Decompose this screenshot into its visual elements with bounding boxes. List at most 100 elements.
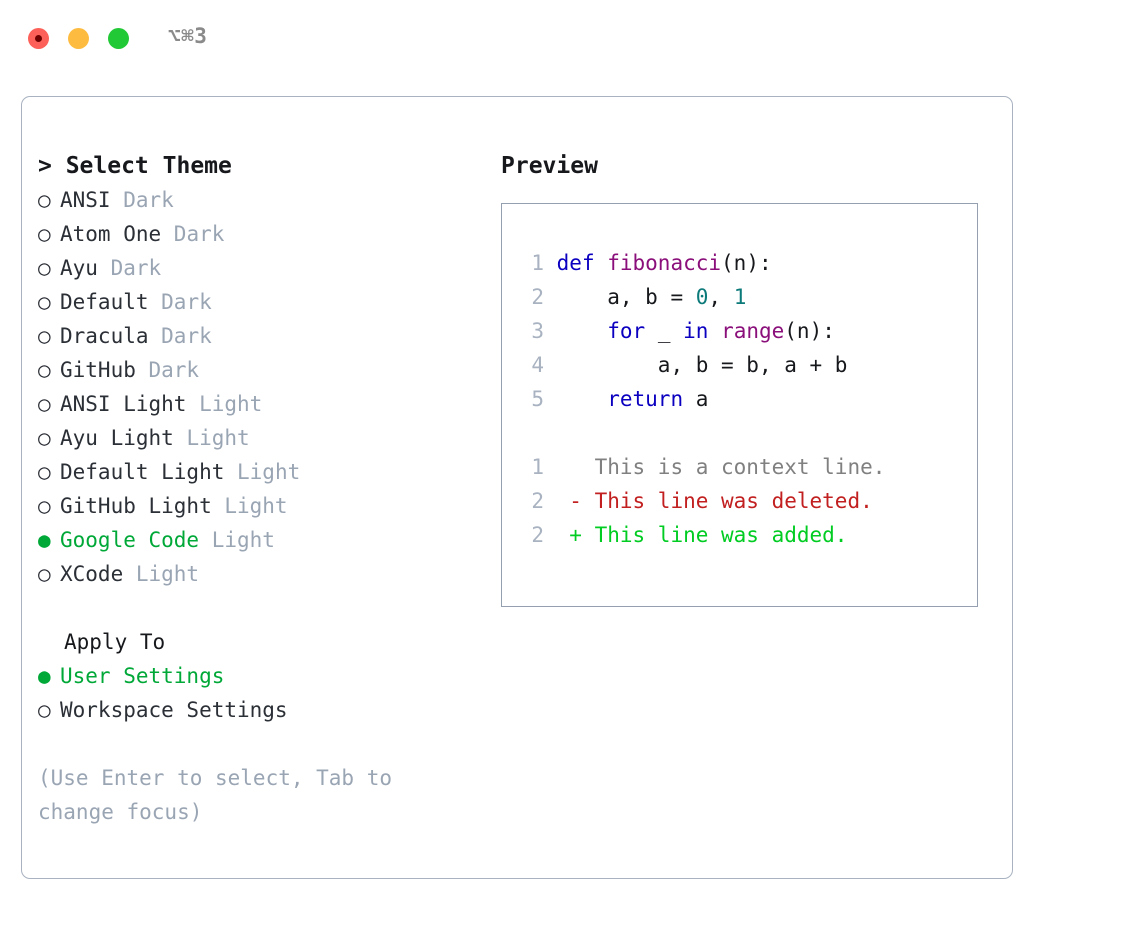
code-token-plain: , [708, 285, 734, 309]
theme-option-dracula[interactable]: ○ Dracula Dark [38, 319, 488, 353]
theme-option-atom-one[interactable]: ○ Atom One Dark [38, 217, 488, 251]
radio-unselected-icon: ○ [38, 324, 51, 348]
code-line-number: 1 [531, 251, 544, 275]
code-diff-spacer [520, 416, 977, 450]
radio-unselected-icon: ○ [38, 562, 51, 586]
radio-unselected-icon: ○ [38, 392, 51, 416]
maximize-window-button[interactable] [108, 28, 129, 49]
radio-unselected-icon: ○ [38, 460, 51, 484]
theme-option-xcode[interactable]: ○XCode Light [38, 557, 488, 591]
code-token-plain: a, b = b, a + b [556, 353, 848, 377]
diff-text: This line was added. [581, 523, 848, 547]
main-panel: > Select Theme ○ANSI Dark○Atom One Dark○… [21, 96, 1013, 879]
apply-to-option-user-settings[interactable]: ● User Settings [38, 659, 488, 693]
code-token-plain: (n): [721, 251, 772, 275]
code-line: 4 a, b = b, a + b [520, 348, 977, 382]
diff-line-del: 2 - This line was deleted. [520, 484, 977, 518]
theme-option-category: Dark [110, 188, 174, 212]
radio-selected-icon: ● [38, 528, 51, 552]
code-token-plain [557, 387, 608, 411]
theme-option-name: Atom One [60, 222, 162, 246]
theme-selector-header: > Select Theme [38, 153, 232, 179]
theme-option-name: Default [60, 290, 149, 314]
theme-option-name: Ayu Light [60, 426, 174, 450]
theme-option-ansi-light[interactable]: ○ ANSI Light Light [38, 387, 488, 421]
code-token-plain: a [683, 387, 709, 411]
code-token-plain [557, 319, 608, 343]
code-line: 3 for _ in range(n): [520, 314, 977, 348]
diff-line-add: 2 + This line was added. [520, 518, 977, 552]
theme-option-github[interactable]: ○ GitHub Dark [38, 353, 488, 387]
theme-option-category: Light [224, 460, 301, 484]
theme-option-github-light[interactable]: ○ GitHub Light Light [38, 489, 488, 523]
theme-option-name: GitHub Light [60, 494, 212, 518]
keyboard-shortcut-label: ⌥⌘3 [168, 24, 208, 48]
theme-option-name: XCode [60, 562, 124, 586]
code-token-num: 0 [695, 285, 709, 309]
code-token-plain: (n): [784, 319, 835, 343]
diff-line-number: 2 [531, 489, 544, 513]
radio-unselected-icon: ○ [38, 256, 51, 280]
theme-list: ○ANSI Dark○Atom One Dark○Ayu Dark○Defaul… [38, 183, 488, 591]
theme-option-name: Google Code [60, 528, 200, 552]
recording-indicator-icon [35, 35, 42, 42]
code-token-kw: in [683, 319, 709, 343]
theme-option-name: Ayu [60, 256, 98, 280]
theme-option-default-light[interactable]: ○ Default Light Light [38, 455, 488, 489]
code-token-kw: def [556, 251, 608, 275]
theme-option-category: Light [173, 426, 250, 450]
code-token-plain: _ [645, 319, 684, 343]
code-line: 1 def fibonacci(n): [520, 246, 977, 280]
code-line-number: 5 [531, 387, 544, 411]
radio-selected-icon: ● [38, 664, 51, 688]
code-token-kw: for [607, 319, 646, 343]
theme-option-category: Dark [97, 256, 162, 280]
apply-to-option-workspace-settings[interactable]: ○ Workspace Settings [38, 693, 488, 727]
radio-unselected-icon: ○ [38, 698, 51, 722]
theme-option-default[interactable]: ○Default Dark [38, 285, 488, 319]
theme-option-category: Light [211, 494, 288, 518]
diff-sign [544, 455, 582, 479]
theme-option-ayu[interactable]: ○ Ayu Dark [38, 251, 488, 285]
radio-unselected-icon: ○ [38, 426, 51, 450]
theme-option-category: Light [186, 392, 263, 416]
code-token-fn: fibonacci [607, 251, 722, 275]
theme-option-category: Dark [148, 324, 212, 348]
theme-selector-column: > Select Theme ○ANSI Dark○Atom One Dark○… [38, 149, 488, 829]
radio-unselected-icon: ○ [38, 222, 51, 246]
theme-option-google-code[interactable]: ●Google Code Light [38, 523, 488, 557]
diff-text: This is a context line. [581, 455, 886, 479]
apply-to-section: Apply To ● User Settings ○ Workspace Settin… [38, 625, 488, 727]
apply-to-header: Apply To [64, 630, 166, 654]
minimize-window-button[interactable] [68, 28, 89, 49]
apply-to-option-name: Workspace Settings [60, 698, 288, 722]
diff-line-number: 1 [531, 455, 544, 479]
theme-option-name: ANSI Light [60, 392, 187, 416]
theme-option-ansi[interactable]: ○ ANSI Dark [38, 183, 488, 217]
code-line-number: 4 [531, 353, 544, 377]
theme-option-name: GitHub [60, 358, 136, 382]
code-line-number: 3 [531, 319, 544, 343]
radio-unselected-icon: ○ [38, 494, 51, 518]
theme-option-category: Dark [161, 222, 225, 246]
preview-header: Preview [501, 153, 598, 179]
radio-unselected-icon: ○ [38, 358, 51, 382]
theme-option-name: Default Light [60, 460, 225, 484]
theme-option-name: Dracula [60, 324, 149, 348]
apply-to-option-name: User Settings [60, 664, 225, 688]
theme-option-ayu-light[interactable]: ○ Ayu Light Light [38, 421, 488, 455]
theme-option-category: Dark [135, 358, 200, 382]
apply-to-list: ● User Settings ○ Workspace Settings [38, 659, 488, 727]
code-token-num: 1 [733, 285, 747, 309]
theme-option-category: Dark [148, 290, 212, 314]
theme-option-name: ANSI [60, 188, 111, 212]
code-token-plain: a, b = [556, 285, 696, 309]
keyboard-hint-text: (Use Enter to select, Tab to change focu… [38, 766, 405, 824]
title-bar: ⌥⌘3 [0, 0, 1140, 76]
code-line-number: 2 [531, 285, 544, 309]
radio-unselected-icon: ○ [38, 188, 51, 212]
diff-text: This line was deleted. [581, 489, 873, 513]
